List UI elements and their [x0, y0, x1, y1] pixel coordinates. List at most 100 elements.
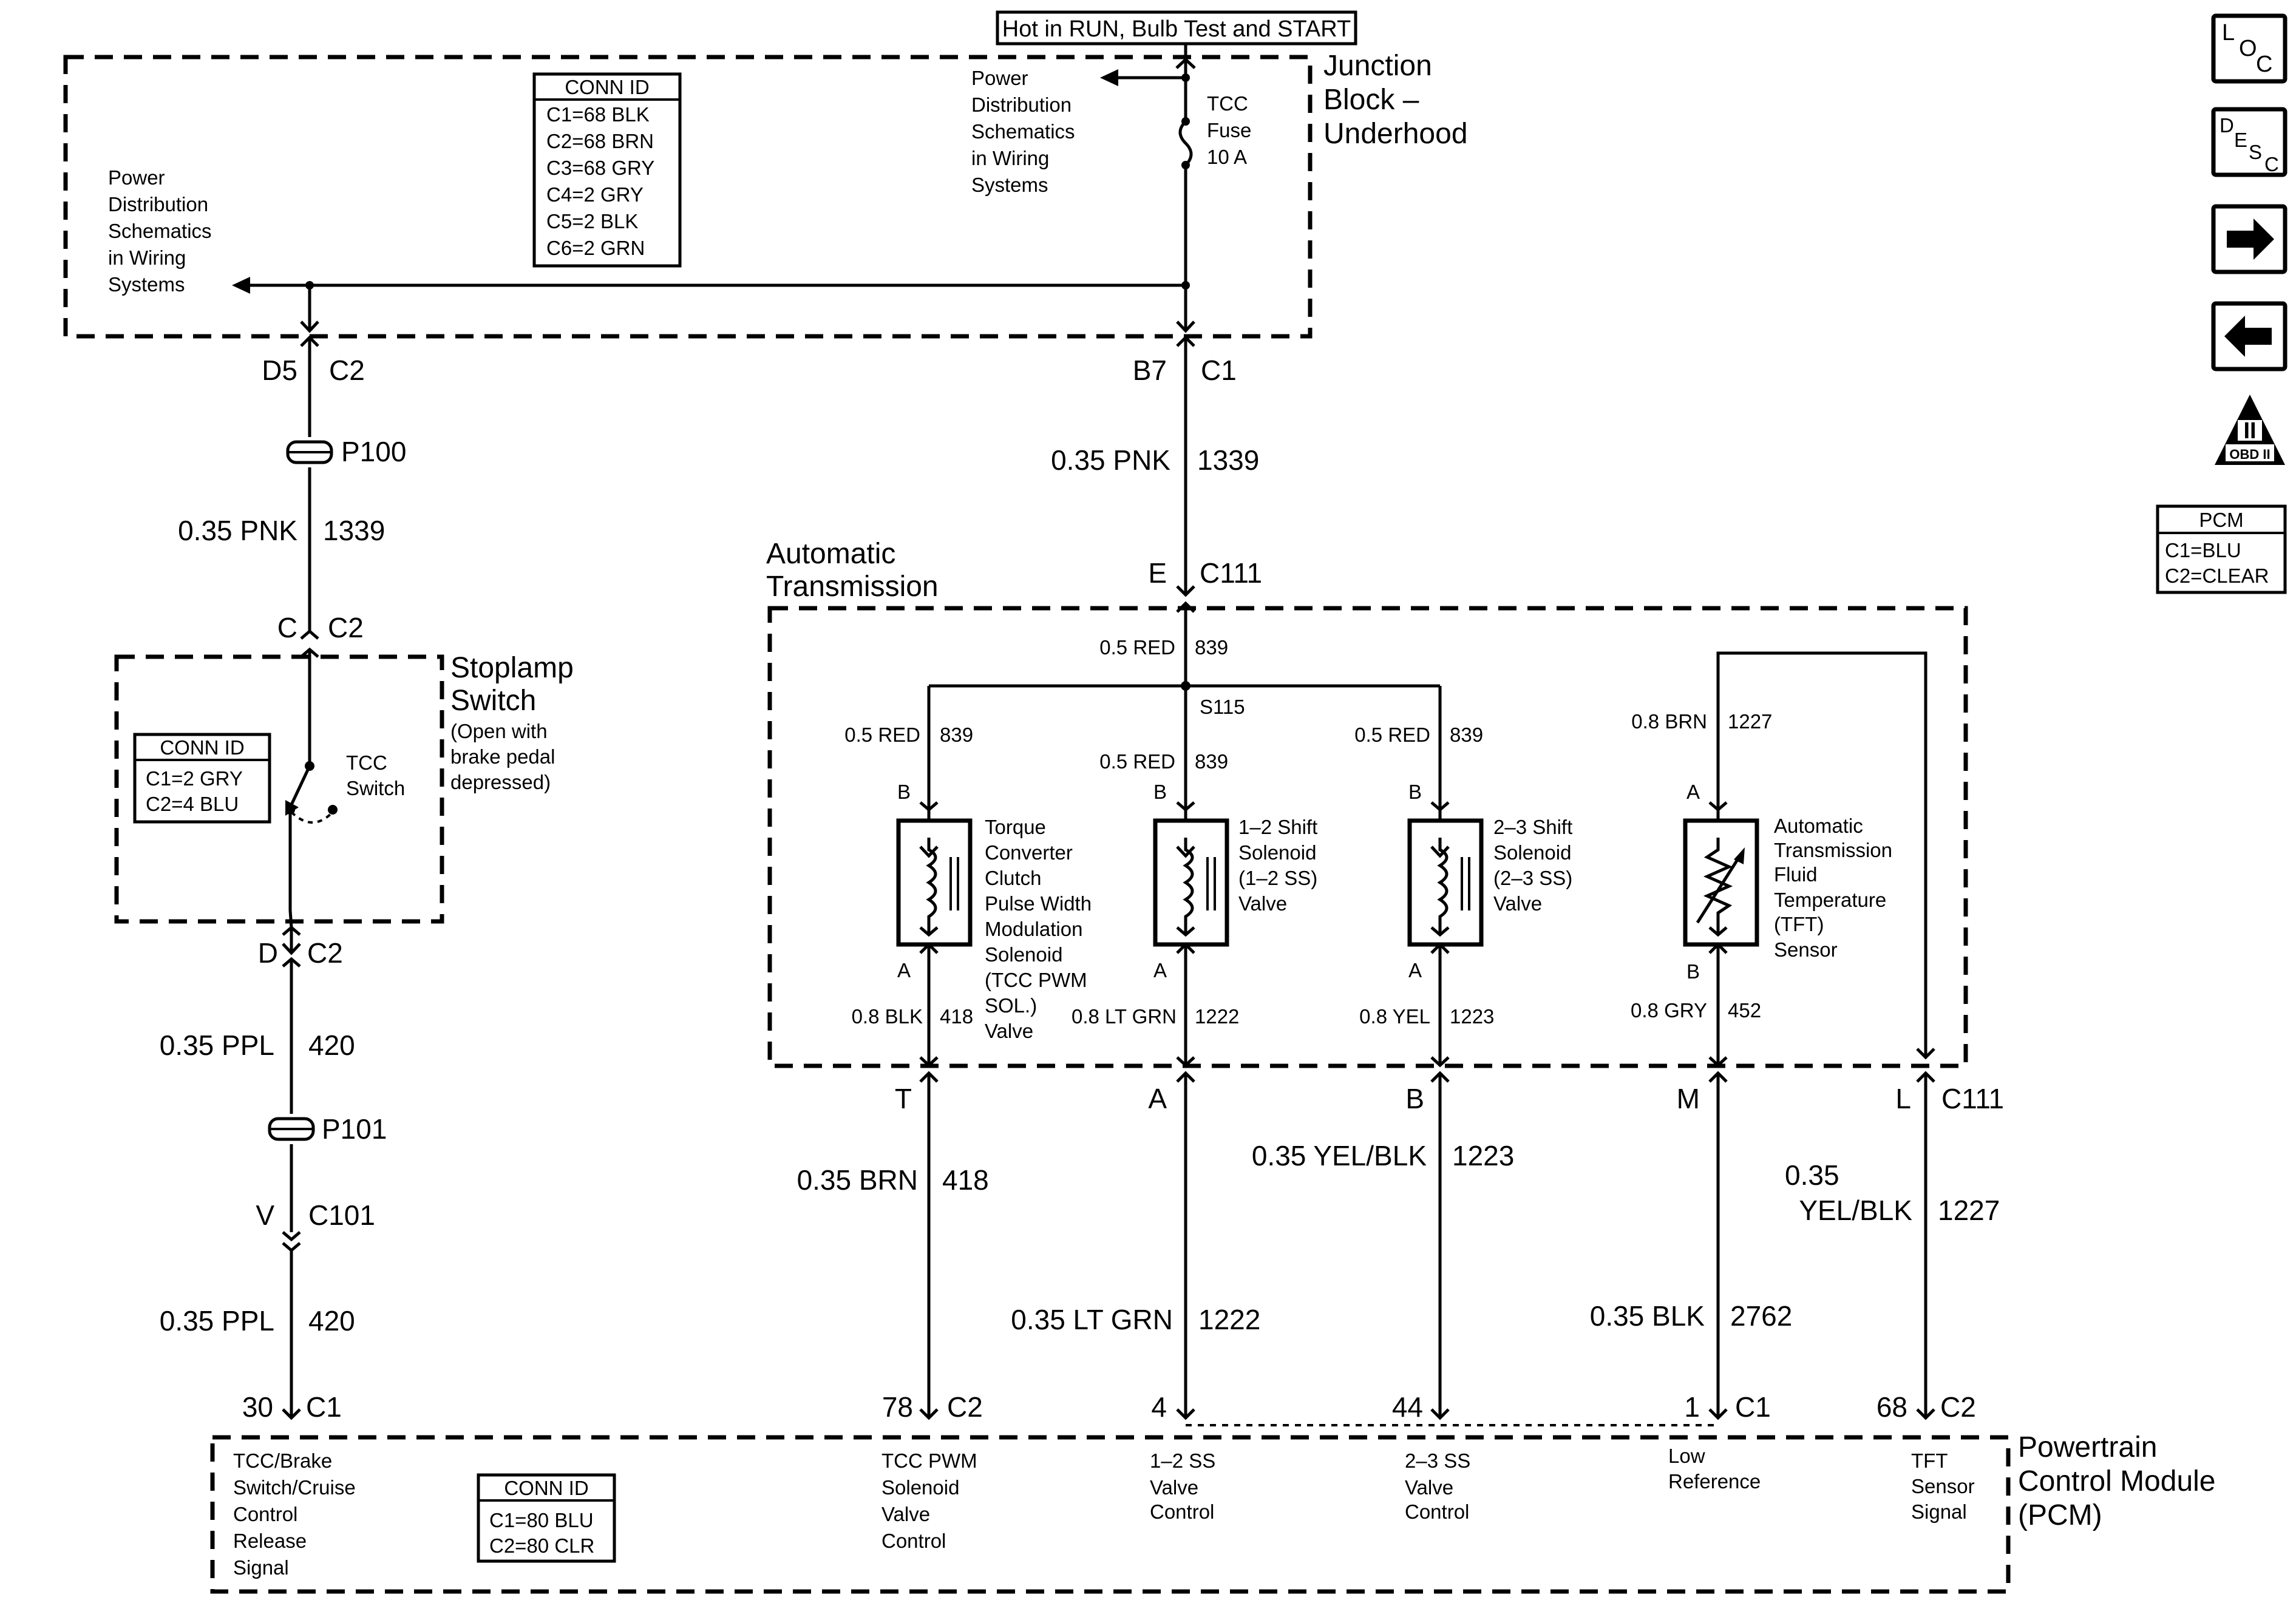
- svg-text:0.8 GRY: 0.8 GRY: [1631, 999, 1707, 1022]
- svg-text:C1: C1: [1735, 1391, 1771, 1423]
- svg-text:Valve: Valve: [1150, 1476, 1198, 1499]
- svg-text:(1–2 SS): (1–2 SS): [1238, 867, 1317, 889]
- lower-harness-wiring: [919, 959, 1935, 1426]
- svg-text:0.5 RED: 0.5 RED: [844, 724, 920, 746]
- svg-text:V: V: [256, 1199, 274, 1231]
- svg-text:Solenoid: Solenoid: [881, 1476, 959, 1499]
- svg-text:0.8 YEL: 0.8 YEL: [1359, 1005, 1430, 1028]
- svg-text:Modulation: Modulation: [985, 918, 1082, 940]
- desc-button[interactable]: D E S C: [2211, 107, 2288, 177]
- svg-text:1227: 1227: [1938, 1195, 2000, 1226]
- shift-solenoid-1-2: 0.5 RED 839 B A 0.8 LT GRN 1222 1–2 Shif…: [1072, 750, 1317, 1028]
- svg-text:C4=2 GRY: C4=2 GRY: [546, 183, 644, 206]
- svg-text:A: A: [1408, 959, 1422, 981]
- svg-text:C: C: [2264, 153, 2279, 175]
- svg-text:0.5 RED: 0.5 RED: [1099, 636, 1175, 659]
- svg-text:0.8 LT GRN: 0.8 LT GRN: [1072, 1005, 1177, 1028]
- svg-text:1223: 1223: [1450, 1005, 1494, 1028]
- svg-text:0.35 PPL: 0.35 PPL: [160, 1029, 274, 1061]
- svg-text:C2=68 BRN: C2=68 BRN: [546, 130, 654, 152]
- svg-text:C2=CLEAR: C2=CLEAR: [2165, 564, 2269, 587]
- svg-text:0.35: 0.35: [1785, 1159, 1839, 1191]
- svg-text:B: B: [1686, 960, 1700, 983]
- svg-text:D5: D5: [262, 354, 297, 386]
- svg-text:Junction: Junction: [1323, 50, 1432, 82]
- svg-text:SOL.): SOL.): [985, 994, 1037, 1017]
- power-distribution-ref-left[interactable]: Power Distribution Schematics in Wiring …: [108, 166, 212, 296]
- next-page-button[interactable]: [2211, 204, 2288, 274]
- svg-text:Hot in RUN, Bulb Test and STAR: Hot in RUN, Bulb Test and START: [1002, 16, 1351, 42]
- loc-button[interactable]: L O C: [2211, 13, 2288, 84]
- svg-text:Signal: Signal: [1911, 1500, 1967, 1523]
- svg-text:Power: Power: [108, 166, 165, 189]
- svg-text:OBD II: OBD II: [2229, 447, 2270, 462]
- svg-text:C5=2 BLK: C5=2 BLK: [546, 210, 638, 232]
- tcc-pwm-solenoid: 0.5 RED 839 B A 0.8 BLK 418 Torque Conve…: [844, 724, 1092, 1042]
- svg-text:(Open with: (Open with: [450, 720, 548, 742]
- svg-text:(TCC PWM: (TCC PWM: [985, 969, 1087, 991]
- svg-text:0.35 YEL/BLK: 0.35 YEL/BLK: [1252, 1140, 1427, 1171]
- svg-text:C2=80 CLR: C2=80 CLR: [489, 1534, 594, 1557]
- lower-harness-labels: T 0.35 BRN 418 78 C2 A 0.35 LT GRN 1222 …: [797, 1083, 2005, 1423]
- splice-p101: P101: [268, 1113, 387, 1145]
- svg-text:TCC PWM: TCC PWM: [881, 1449, 977, 1472]
- svg-text:1339: 1339: [323, 515, 385, 546]
- svg-text:Low: Low: [1668, 1445, 1705, 1467]
- svg-text:D: D: [258, 937, 278, 969]
- svg-text:1: 1: [1684, 1391, 1700, 1423]
- svg-text:L: L: [2222, 20, 2235, 46]
- power-distribution-ref-right[interactable]: Power Distribution Schematics in Wiring …: [971, 67, 1075, 196]
- svg-text:1222: 1222: [1195, 1005, 1239, 1028]
- svg-text:TCC/Brake: TCC/Brake: [233, 1449, 332, 1472]
- svg-text:(PCM): (PCM): [2018, 1499, 2102, 1531]
- transmission-outline: [767, 606, 1968, 1068]
- svg-text:C1: C1: [306, 1391, 342, 1423]
- svg-text:2–3 SS: 2–3 SS: [1405, 1449, 1470, 1472]
- svg-text:Schematics: Schematics: [108, 220, 212, 242]
- pcm-connector-key: PCM C1=BLU C2=CLEAR: [2156, 504, 2287, 594]
- obd-ii-button[interactable]: II OBD II: [2215, 395, 2285, 465]
- svg-text:452: 452: [1728, 999, 1761, 1022]
- svg-text:Control: Control: [1405, 1500, 1469, 1523]
- svg-text:418: 418: [940, 1005, 973, 1028]
- svg-text:T: T: [895, 1083, 912, 1114]
- svg-text:420: 420: [308, 1305, 355, 1337]
- svg-text:1223: 1223: [1452, 1140, 1514, 1171]
- center-feed-labels: B7 C1 0.35 PNK 1339 E C111 0.5 RED 839 S…: [1051, 354, 1262, 718]
- svg-text:0.35 LT GRN: 0.35 LT GRN: [1011, 1304, 1173, 1335]
- left-circuit-wiring: [282, 335, 319, 1420]
- svg-text:Valve: Valve: [881, 1503, 930, 1525]
- svg-text:Switch: Switch: [450, 685, 536, 717]
- svg-text:Valve: Valve: [1238, 892, 1287, 915]
- svg-text:Valve: Valve: [1493, 892, 1542, 915]
- svg-text:Transmission: Transmission: [1774, 839, 1892, 861]
- pcm-outline: [210, 1435, 2011, 1594]
- svg-text:C: C: [2256, 52, 2272, 77]
- fuse-feed-wiring: [232, 44, 1196, 333]
- svg-text:Clutch: Clutch: [985, 867, 1042, 889]
- svg-text:Fluid: Fluid: [1774, 863, 1818, 886]
- svg-text:0.35 BLK: 0.35 BLK: [1590, 1300, 1705, 1332]
- svg-text:II: II: [2243, 418, 2256, 444]
- hot-supply-label: Hot in RUN, Bulb Test and START: [996, 10, 1357, 46]
- tcc-fuse-label: TCC Fuse 10 A: [1207, 92, 1251, 168]
- junction-block-outline: [63, 55, 1313, 339]
- stoplamp-switch-outline: [114, 654, 444, 924]
- svg-text:Automatic: Automatic: [1774, 815, 1863, 837]
- svg-text:Signal: Signal: [233, 1556, 289, 1579]
- svg-text:B7: B7: [1133, 354, 1167, 386]
- previous-page-button[interactable]: [2211, 301, 2288, 371]
- svg-text:Temperature: Temperature: [1774, 889, 1886, 911]
- svg-text:Control: Control: [233, 1503, 297, 1525]
- svg-text:CONN ID: CONN ID: [504, 1477, 588, 1499]
- splice-p100: P100: [286, 436, 406, 467]
- svg-text:Control: Control: [881, 1530, 946, 1552]
- stoplamp-switch-title: Stoplamp Switch (Open with brake pedal d…: [450, 652, 574, 793]
- svg-text:Pulse Width: Pulse Width: [985, 892, 1092, 915]
- svg-text:Block –: Block –: [1323, 84, 1419, 116]
- svg-text:YEL/BLK: YEL/BLK: [1799, 1195, 1912, 1226]
- svg-text:Stoplamp: Stoplamp: [450, 652, 574, 684]
- svg-text:0.5 RED: 0.5 RED: [1354, 724, 1430, 746]
- pcm-conn-id-box: CONN ID C1=80 BLU C2=80 CLR: [477, 1473, 616, 1563]
- shift-solenoid-2-3: 0.5 RED 839 B A 0.8 YEL 1223 2–3 Shift S…: [1354, 724, 1572, 1028]
